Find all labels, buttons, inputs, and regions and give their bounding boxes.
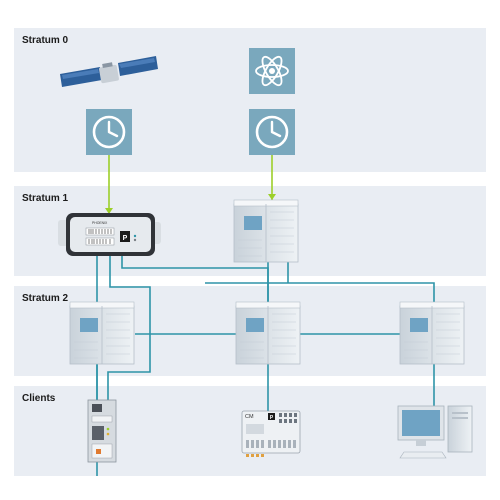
client-plc-device: CM P bbox=[241, 410, 301, 457]
clock-icon-right bbox=[249, 109, 295, 155]
clock-icon-left bbox=[86, 109, 132, 155]
atomic-clock-icon bbox=[249, 48, 295, 94]
gps-links bbox=[105, 155, 276, 214]
plc-brand-text: CM bbox=[245, 414, 254, 420]
stratum-0-label: Stratum 0 bbox=[22, 35, 69, 46]
server-stratum2-left bbox=[69, 301, 135, 365]
server-stratum2-mid bbox=[235, 301, 301, 365]
link-gps-clock-to-server-left bbox=[107, 256, 151, 402]
arrow-head-left bbox=[105, 208, 113, 214]
satellite-icon bbox=[60, 56, 158, 87]
link-gps-clock-to-backbone bbox=[121, 256, 269, 302]
clients-label: Clients bbox=[22, 393, 56, 404]
stratum-2-label: Stratum 2 bbox=[22, 293, 69, 304]
server-stratum2-right bbox=[399, 301, 465, 365]
gps-radio-clock-device: PHOENIX P bbox=[58, 213, 161, 256]
link-backbone-to-right-server bbox=[205, 282, 435, 310]
device-panel-text: PHOENIX bbox=[92, 221, 108, 225]
arrow-head-right bbox=[268, 194, 276, 200]
server-stratum1 bbox=[233, 199, 299, 263]
network-links bbox=[96, 256, 435, 476]
phoenix-logo: P bbox=[123, 235, 128, 242]
client-pc-workstation bbox=[397, 405, 473, 459]
plc-logo: P bbox=[270, 415, 274, 421]
stratum-1-label: Stratum 1 bbox=[22, 193, 69, 204]
client-controller-device bbox=[87, 399, 117, 463]
